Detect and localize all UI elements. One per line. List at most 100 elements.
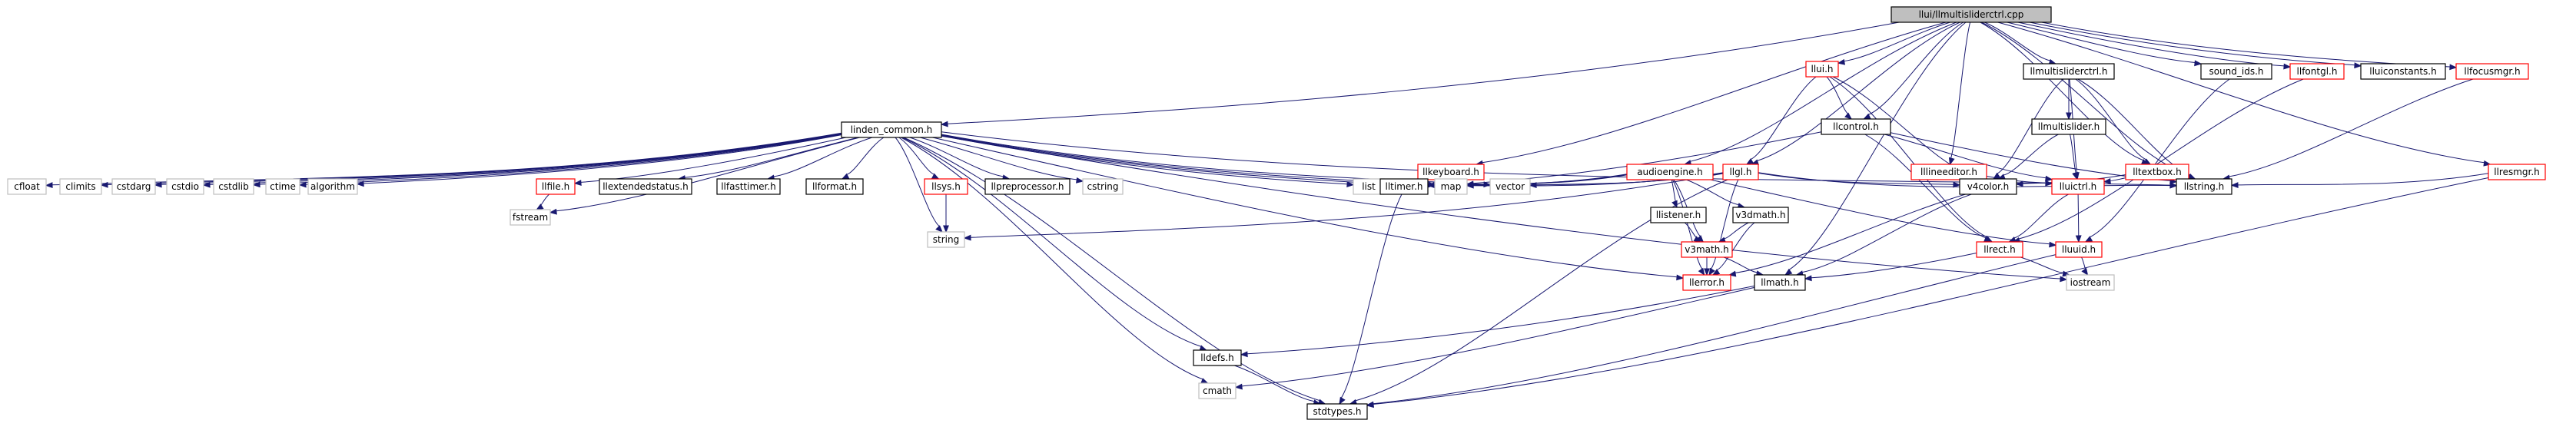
node-extstatus[interactable]: llextendedstatus.h <box>599 178 692 195</box>
node-lluictrl[interactable]: lluictrl.h <box>2051 178 2105 195</box>
edge-lluuid-to-stdtypes <box>1373 254 2056 405</box>
edge-arrowhead-linden_common-to-llfile <box>573 180 582 186</box>
edge-arrowhead-llcontrol-to-map <box>1466 180 1474 187</box>
node-box-textbox <box>2125 164 2189 180</box>
node-textbox[interactable]: lltextbox.h <box>2125 164 2189 180</box>
node-box-llsys <box>924 178 968 195</box>
node-label-msliderctrl_h: llmultisliderctrl.h <box>2030 66 2108 77</box>
edge-root-to-audioengine <box>1690 22 1957 162</box>
node-box-preproc <box>984 178 1071 195</box>
edge-arrowhead-msliderctrl_h-to-textbox <box>2143 158 2152 165</box>
node-root[interactable]: llui/llmultisliderctrl.cpp <box>1891 6 2052 23</box>
edge-arrowhead-lluuid-to-stdtypes <box>1366 401 1374 408</box>
node-label-extstatus: llextendedstatus.h <box>603 181 689 192</box>
edge-audioengine-to-lluuid <box>1710 179 2050 245</box>
node-uiconstants[interactable]: lluiconstants.h <box>2360 63 2446 80</box>
edge-arrowhead-linden_common-to-fstream <box>549 208 557 215</box>
edge-audioengine-to-llerror <box>1671 179 1703 270</box>
node-v3dmath[interactable]: v3dmath.h <box>1732 207 1789 223</box>
edge-llgl-to-v4color <box>1758 172 1954 185</box>
node-llerror[interactable]: llerror.h <box>1682 274 1731 291</box>
node-box-fasttimer <box>716 178 781 195</box>
node-llmath[interactable]: llmath.h <box>1754 274 1806 291</box>
edge-linden_common-to-llerror <box>932 137 1678 278</box>
edge-arrowhead-linden_common-to-iostream <box>2060 276 2068 283</box>
edge-linden_common-to-map <box>941 134 1429 185</box>
node-label-keyboard: llkeyboard.h <box>1422 167 1479 177</box>
node-box-cfloat <box>7 178 47 195</box>
graph-nodes: llui/llmultisliderctrl.cpp linden_common.… <box>7 6 2546 420</box>
edge-root-to-focusmgr <box>2041 22 2451 68</box>
node-llui[interactable]: llui.h <box>1805 61 1839 78</box>
node-box-uiconstants <box>2360 63 2446 80</box>
node-lluuid[interactable]: lluuid.h <box>2055 241 2103 258</box>
node-label-llmath: llmath.h <box>1761 277 1798 288</box>
edge-arrowhead-llui-to-llcontrol <box>1844 112 1853 120</box>
edge-llcontrol-to-llrect <box>1864 134 1987 239</box>
node-linden_common[interactable]: linden_common.h <box>841 121 942 138</box>
node-label-preproc: llpreprocessor.h <box>991 181 1064 192</box>
edge-v3dmath-to-llerror <box>1716 222 1755 271</box>
edge-arrowhead-linden_common-to-llformat <box>841 173 850 180</box>
edge-msliderctrl_h-to-v4color <box>1997 78 2064 174</box>
node-stdtypes[interactable]: stdtypes.h <box>1306 403 1368 420</box>
edge-linden_common-to-extstatus <box>684 137 858 178</box>
node-box-cstdlib <box>213 178 254 195</box>
edge-resmgr-to-stdtypes <box>1373 177 2489 405</box>
node-llstring[interactable]: llstring.h <box>2176 178 2232 195</box>
edge-arrowhead-root-to-llcontrol <box>1863 113 1871 120</box>
edge-lltimer-to-stdtypes <box>1340 194 1403 399</box>
node-cmath: cmath <box>1198 382 1237 399</box>
edge-llmath-to-lldefs <box>1247 285 1755 355</box>
node-lineeditor[interactable]: lllineeditor.h <box>1910 164 1987 180</box>
node-audioengine[interactable]: audioengine.h <box>1626 164 1714 180</box>
node-label-root: llui/llmultisliderctrl.cpp <box>1919 9 2024 20</box>
node-focusmgr[interactable]: llfocusmgr.h <box>2455 63 2529 80</box>
edge-arrowhead-audioengine-to-lluuid <box>2049 241 2057 248</box>
node-label-cstdarg: cstdarg <box>117 181 151 192</box>
node-llfile[interactable]: llfile.h <box>536 178 576 195</box>
node-cstdio: cstdio <box>166 178 204 195</box>
node-lltimer[interactable]: lltimer.h <box>1379 178 1429 195</box>
node-preproc[interactable]: llpreprocessor.h <box>984 178 1071 195</box>
node-label-llrect: llrect.h <box>1983 244 2015 255</box>
edge-arrowhead-root-to-uiconstants <box>2354 62 2362 69</box>
node-label-string: string <box>933 234 959 245</box>
node-v3math[interactable]: v3math.h <box>1681 241 1733 258</box>
node-box-llgl <box>1722 164 1759 180</box>
node-resmgr[interactable]: llresmgr.h <box>2488 164 2546 180</box>
edge-arrowhead-root-to-lineeditor <box>1948 157 1955 166</box>
node-label-llistener: llistener.h <box>1656 210 1701 220</box>
node-lldefs[interactable]: lldefs.h <box>1193 349 1242 366</box>
node-llgl[interactable]: llgl.h <box>1722 164 1759 180</box>
node-label-algorithm: algorithm <box>310 181 355 192</box>
node-box-llmath <box>1754 274 1806 291</box>
edge-arrowhead-llgl-to-llstring <box>2169 182 2178 189</box>
node-box-fstream <box>510 209 551 226</box>
edge-root-to-textbox <box>1980 22 2144 161</box>
node-llrect[interactable]: llrect.h <box>1976 241 2023 258</box>
node-sound_ids[interactable]: sound_ids.h <box>2200 63 2272 80</box>
edge-audioengine-to-v3dmath <box>1685 179 1739 206</box>
node-box-map <box>1434 178 1468 195</box>
node-box-climits <box>59 178 102 195</box>
node-llistener[interactable]: llistener.h <box>1650 207 1707 223</box>
edge-llgl-to-string <box>970 173 1724 238</box>
node-fasttimer[interactable]: llfasttimer.h <box>716 178 781 195</box>
node-msliderctrl_h[interactable]: llmultisliderctrl.h <box>2023 63 2115 80</box>
edge-root-to-lineeditor <box>1950 22 1971 159</box>
node-llformat[interactable]: llformat.h <box>805 178 864 195</box>
node-label-climits: climits <box>65 181 95 192</box>
node-llsys[interactable]: llsys.h <box>924 178 968 195</box>
node-v4color[interactable]: v4color.h <box>1959 178 2017 195</box>
node-cstdarg: cstdarg <box>111 178 156 195</box>
edge-root-to-llstring <box>1981 22 2189 176</box>
node-fontgl[interactable]: llfontgl.h <box>2289 63 2345 80</box>
node-llcontrol[interactable]: llcontrol.h <box>1821 118 1891 135</box>
node-keyboard[interactable]: llkeyboard.h <box>1417 164 1485 180</box>
node-multislider[interactable]: llmultislider.h <box>2031 118 2106 135</box>
edge-llcontrol-to-lluictrl <box>1884 134 2047 179</box>
node-list: list <box>1353 178 1385 195</box>
edge-linden_common-to-cstring <box>920 137 1077 180</box>
node-label-multislider: llmultislider.h <box>2038 121 2100 132</box>
